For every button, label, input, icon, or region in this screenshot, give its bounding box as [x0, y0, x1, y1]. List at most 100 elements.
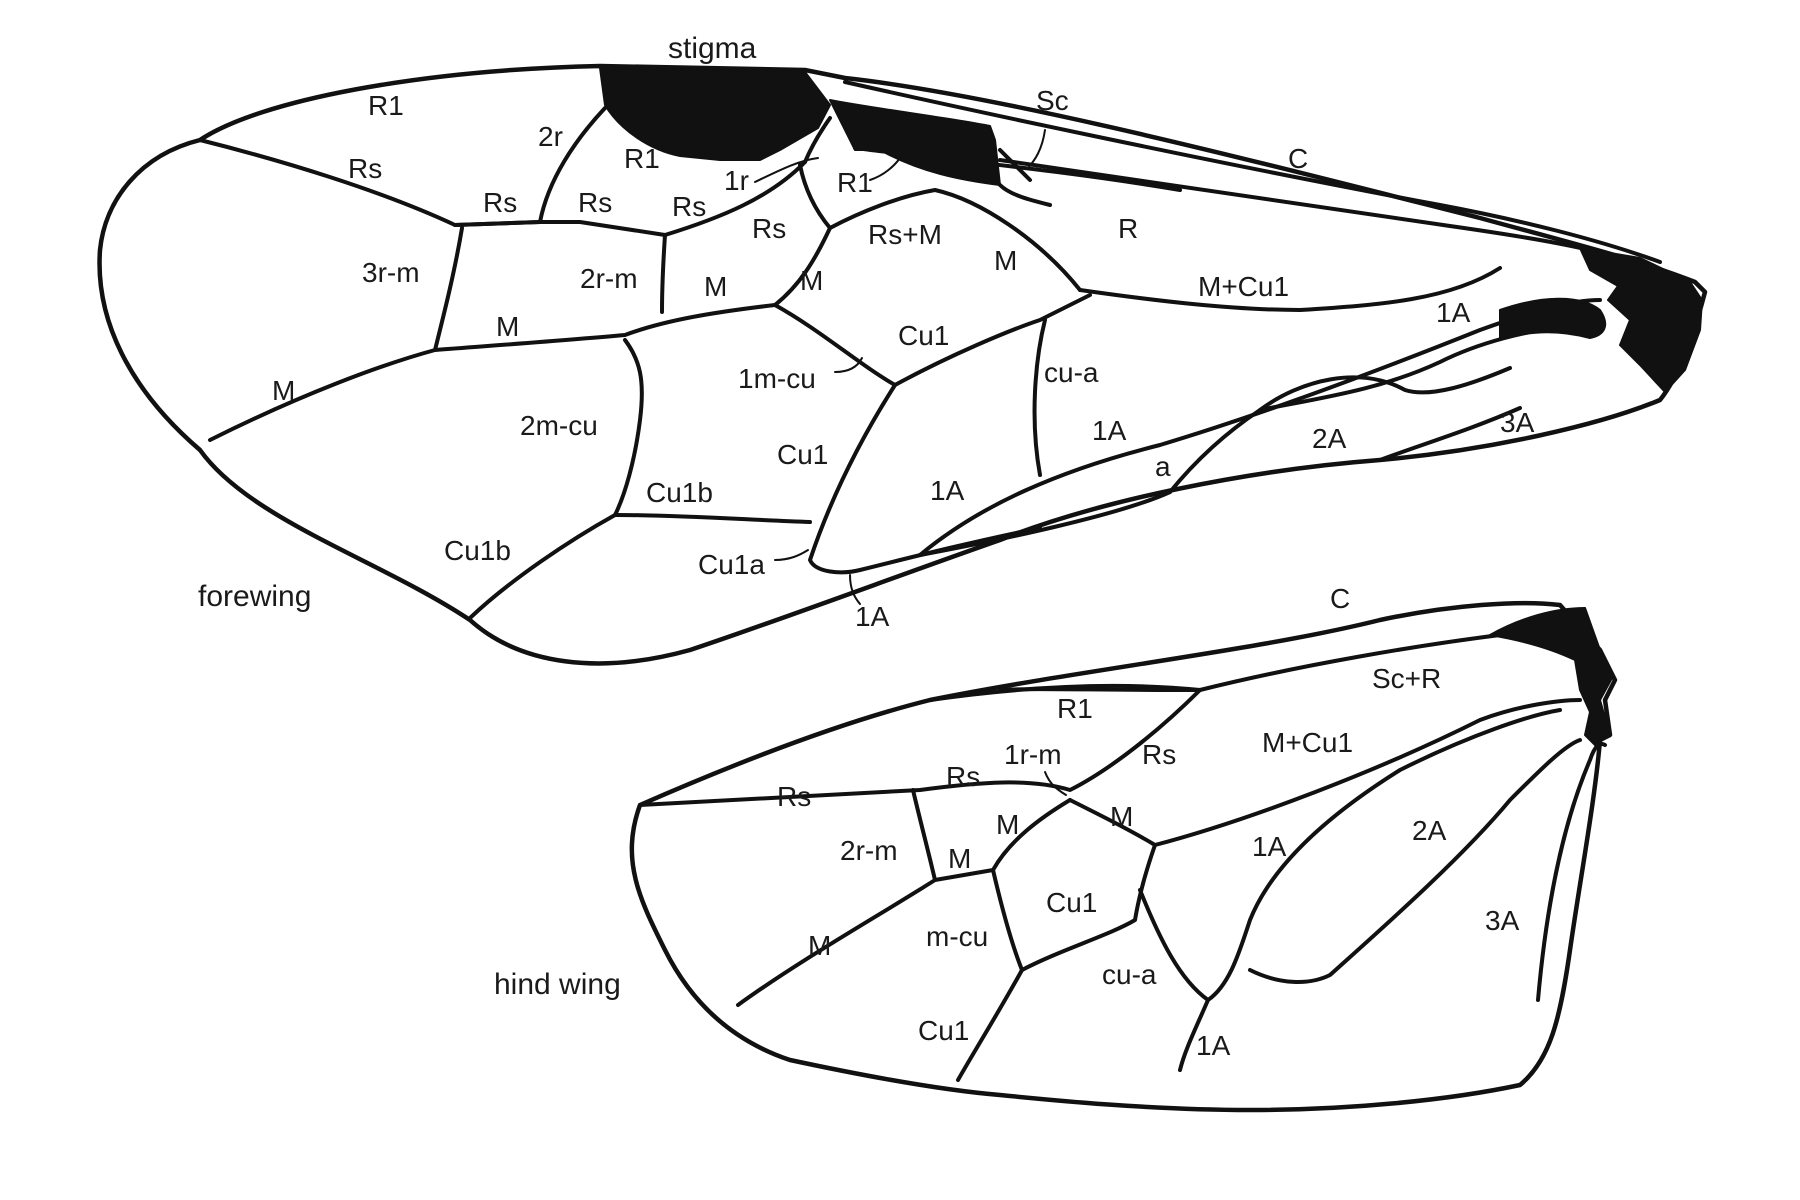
forewing-rs-vein-2	[663, 160, 807, 237]
forewing-2m-cu-vein	[613, 338, 644, 517]
forewing-2r-vein	[538, 106, 607, 224]
hindwing-1a-lower-vein	[1178, 998, 1210, 1072]
forewing-1a-bottom-label: 1A	[855, 601, 890, 632]
forewing-cu1-mid-label: Cu1	[777, 439, 828, 470]
hindwing-1a-top-label: 1A	[1252, 831, 1287, 862]
hindwing-rs-vein	[638, 688, 1202, 807]
forewing-stigma	[599, 67, 831, 161]
forewing-1r-leader	[754, 157, 819, 183]
forewing-m-cu1-vein	[1078, 266, 1502, 312]
hindwing-cu1-vein	[1020, 843, 1157, 972]
hindwing-m-cu-vein	[991, 868, 1024, 972]
forewing-m-label-a: M	[704, 271, 727, 302]
forewing-3r-m-label: 3r-m	[362, 257, 420, 288]
forewing-1m-cu-label: 1m-cu	[738, 363, 816, 394]
hindwing-1a-bottom-label: 1A	[1196, 1030, 1231, 1061]
forewing-r1-vein	[198, 138, 542, 227]
hindwing-m-label-b: M	[1110, 801, 1133, 832]
hindwing-1a-vein	[1206, 708, 1562, 1002]
forewing-title: forewing	[198, 580, 311, 613]
hindwing-rs-label-b: Rs	[946, 761, 980, 792]
forewing-m-label-c: M	[994, 245, 1017, 276]
forewing-2a-label: 2A	[1312, 423, 1347, 454]
forewing-m-label-e: M	[272, 375, 295, 406]
forewing-r-stem	[829, 99, 1001, 186]
forewing-cu1b-label-b: Cu1b	[444, 535, 511, 566]
forewing-m-cu1-label: M+Cu1	[1198, 271, 1289, 302]
hindwing-c-label: C	[1330, 583, 1350, 614]
forewing-cu-a-label: cu-a	[1044, 357, 1099, 388]
hindwing-2r-m-vein	[911, 788, 937, 882]
hindwing-3a-label: 3A	[1485, 905, 1520, 936]
forewing-a-label: a	[1155, 451, 1171, 482]
forewing-3r-m-vein	[433, 226, 464, 352]
forewing-2m-cu-label: 2m-cu	[520, 410, 598, 441]
hindwing-base-sclerite	[1489, 607, 1613, 746]
forewing-1a-mid-label: 1A	[1092, 415, 1127, 446]
hindwing-cu1-lower-vein	[956, 968, 1024, 1082]
forewing-m-vein	[208, 226, 832, 442]
forewing-r1-leader	[869, 157, 901, 181]
forewing-m-label-b: M	[800, 265, 823, 296]
forewing-sc-leader	[1027, 129, 1046, 169]
forewing-1a-bottom-leader	[849, 574, 861, 605]
hindwing-outline	[629, 600, 1618, 1113]
forewing-2a-vein	[1258, 366, 1512, 412]
forewing-rs-label-d: Rs	[672, 191, 706, 222]
hindwing-2r-m-label: 2r-m	[840, 835, 898, 866]
forewing-1r-label: 1r	[724, 165, 749, 196]
forewing-1m-cu-leader	[834, 357, 863, 373]
forewing-m-label-d: M	[496, 311, 519, 342]
forewing-cu1b-vein	[613, 513, 812, 524]
forewing-cu-a-vein	[1032, 318, 1047, 477]
forewing-rs2-vein	[798, 163, 832, 230]
forewing-r1-mid-label: R1	[624, 143, 660, 174]
hindwing-title: hind wing	[494, 968, 621, 1001]
forewing-cu1a-leader	[774, 549, 809, 561]
hindwing-m-cu-label: m-cu	[926, 921, 988, 952]
forewing-cu1a-label: Cu1a	[698, 549, 765, 580]
forewing-cu1b-label-a: Cu1b	[646, 477, 713, 508]
forewing-1r-vein	[803, 116, 832, 164]
forewing-rs-label-c: Rs	[578, 187, 612, 218]
forewing-rs-label-b: Rs	[483, 187, 517, 218]
forewing-cu1b-lower-vein	[468, 513, 617, 620]
hindwing-rs-label-c: Rs	[777, 781, 811, 812]
forewing-outline	[97, 63, 1708, 666]
forewing-costa-vein	[843, 80, 1662, 264]
hindwing-m-cu1-vein	[1153, 698, 1582, 847]
forewing: stigma R1 2r R1 1r R1 Sc C Rs Rs Rs Rs R…	[97, 32, 1708, 666]
forewing-r-label: R	[1118, 213, 1138, 244]
hindwing-1r-m-label: 1r-m	[1004, 739, 1062, 770]
forewing-stigma-label: stigma	[668, 32, 757, 65]
forewing-1a-low-label: 1A	[930, 475, 965, 506]
forewing-rs-m-vein	[828, 188, 1082, 292]
forewing-3a-label: 3A	[1500, 407, 1535, 438]
hindwing-3a-vein	[1536, 741, 1607, 1002]
hindwing-m-label-d: M	[808, 930, 831, 961]
forewing-2r-m-vein	[660, 233, 667, 314]
hindwing-cu-a-label: cu-a	[1102, 959, 1157, 990]
hindwing-sc-r-label: Sc+R	[1372, 663, 1441, 694]
hindwing-2a-label: 2A	[1412, 815, 1447, 846]
forewing-rs-vein-1	[453, 220, 667, 237]
hindwing-cu1-label-a: Cu1	[1046, 887, 1097, 918]
forewing-a-vein	[1168, 326, 1562, 494]
hindwing-cu1-label-b: Cu1	[918, 1015, 969, 1046]
forewing-1a-lower-vein	[918, 490, 1172, 557]
forewing-2r-label: 2r	[538, 121, 563, 152]
hindwing-m-cu1-label: M+Cu1	[1262, 727, 1353, 758]
hindwing-r1-vein	[998, 687, 1202, 692]
hindwing-m-vein	[736, 798, 1072, 1007]
forewing-rs-m-label: Rs+M	[868, 219, 942, 250]
forewing-rs-label-e: Rs	[752, 213, 786, 244]
hindwing: C Sc+R R1 1r-m Rs Rs Rs M+Cu1 2r-m M M M…	[494, 583, 1618, 1113]
forewing-c-label: C	[1288, 143, 1308, 174]
forewing-rs-label-a: Rs	[348, 153, 382, 184]
forewing-sc-label: Sc	[1036, 85, 1069, 116]
forewing-base-sclerite	[1579, 247, 1703, 393]
hindwing-1r-m-leader	[1044, 771, 1067, 796]
forewing-r1-cell-label: R1	[368, 90, 404, 121]
